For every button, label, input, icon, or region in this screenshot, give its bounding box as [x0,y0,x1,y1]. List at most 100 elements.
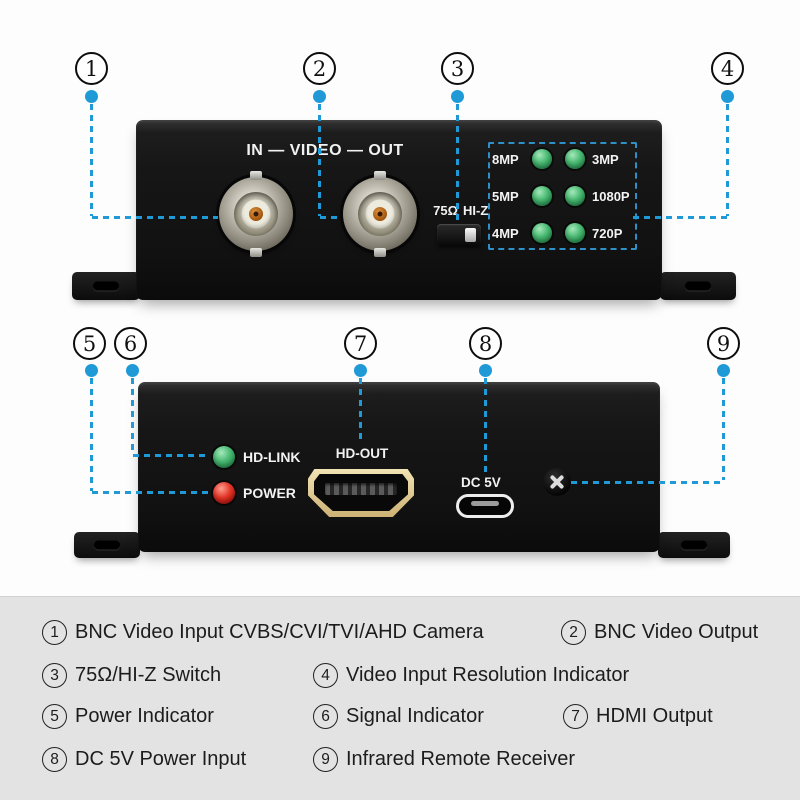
legend-num-3: 3 [42,663,67,688]
callout-line [484,378,487,472]
callout-dot [717,364,730,377]
green-led [531,186,552,206]
legend-item-7: 7 HDMI Output [563,704,713,729]
legend-num-4: 4 [313,663,338,688]
callout-6: 6 [114,327,147,360]
mounting-hole [681,540,707,550]
callout-dot [354,364,367,377]
resolution-row-3: 4MP 720P [492,222,632,244]
callout-4: 4 [711,52,744,85]
bnc-bayonet-lug [374,171,386,180]
callout-1: 1 [75,52,108,85]
bnc-output-connector [343,171,417,257]
callout-line [359,378,362,442]
callout-line [318,104,321,216]
usb-c-port [456,494,514,518]
impedance-75ohm-label: 75Ω [433,203,458,218]
callout-dot [85,90,98,103]
legend-item-8: 8 DC 5V Power Input [42,747,246,772]
legend-text-2: BNC Video Output [594,621,759,643]
callout-line [131,378,134,454]
converter-front-panel [138,382,660,552]
mounting-hole [93,281,119,291]
green-led [565,186,585,206]
mounting-ear-right-bottom-device [658,532,730,558]
callout-5: 5 [73,327,106,360]
callout-line [726,104,729,216]
hdmi-pins [325,483,397,495]
callout-line [92,491,209,494]
callout-line [320,216,342,219]
callout-line [722,378,725,480]
legend-text-9: Infrared Remote Receiver [346,748,575,770]
power-label: POWER [243,485,296,501]
callout-8: 8 [469,327,502,360]
hd-link-label: HD-LINK [243,449,301,465]
res-label-3mp: 3MP [592,151,619,167]
mounting-ear-right-top-device [660,272,736,300]
legend-text-6: Signal Indicator [346,705,484,727]
power-led [213,482,235,504]
legend-text-8: DC 5V Power Input [75,748,247,770]
resolution-row-1: 8MP 3MP [492,148,632,170]
hdmi-port [308,469,414,517]
legend-item-6: 6 Signal Indicator [313,704,484,729]
callout-line [92,216,218,219]
hd-out-label: HD-OUT [335,446,389,461]
legend-item-9: 9 Infrared Remote Receiver [313,747,575,772]
callout-dot [479,364,492,377]
legend-num-1: 1 [42,620,67,645]
bnc-bayonet-lug [250,248,262,257]
legend-text-5: Power Indicator [75,705,214,727]
mounting-ear-left-top-device [72,272,140,300]
legend-num-9: 9 [313,747,338,772]
green-led [531,223,552,243]
res-label-8mp: 8MP [492,151,519,167]
res-label-1080p: 1080P [592,188,630,204]
callout-dot [85,364,98,377]
resolution-row-2: 5MP 1080P [492,185,632,207]
ir-receiver [543,468,571,496]
hd-link-led [213,446,235,468]
callout-3: 3 [441,52,474,85]
callout-line [633,216,728,219]
bnc-input-connector [219,171,293,257]
mounting-ear-left-bottom-device [74,532,140,558]
impedance-hiz-label: HI-Z [463,203,489,218]
callout-2: 2 [303,52,336,85]
callout-line [133,454,209,457]
dc-5v-label: DC 5V [461,475,501,490]
legend-text-3: 75Ω/HI-Z Switch [75,664,222,686]
green-led [565,149,585,169]
legend-num-6: 6 [313,704,338,729]
legend-text-4: Video Input Resolution Indicator [346,664,630,686]
video-in-out-label: IN — VIDEO — OUT [246,142,404,159]
legend-item-1: 1 BNC Video Input CVBS/CVI/TVI/AHD Camer… [42,620,484,645]
mounting-hole [685,281,711,291]
legend-text-1: BNC Video Input CVBS/CVI/TVI/AHD Camera [75,621,484,643]
callout-9: 9 [707,327,740,360]
impedance-switch [437,224,481,246]
callout-dot [721,90,734,103]
switch-knob [465,228,476,242]
resolution-indicator-panel [488,142,637,250]
green-led [531,149,552,169]
callout-line [571,481,724,484]
legend-num-7: 7 [563,704,588,729]
callout-dot [313,90,326,103]
bnc-bayonet-lug [250,171,262,180]
mounting-hole [94,540,120,550]
bnc-bayonet-lug [374,248,386,257]
legend-text-7: HDMI Output [596,705,713,727]
green-led [565,223,585,243]
legend-item-4: 4 Video Input Resolution Indicator [313,663,629,688]
legend-item-2: 2 BNC Video Output [561,620,758,645]
callout-dot [451,90,464,103]
callout-line [90,104,93,216]
res-label-5mp: 5MP [492,188,519,204]
res-label-720p: 720P [592,225,623,241]
callout-line [456,104,459,222]
legend-num-5: 5 [42,704,67,729]
callout-line [90,378,93,491]
